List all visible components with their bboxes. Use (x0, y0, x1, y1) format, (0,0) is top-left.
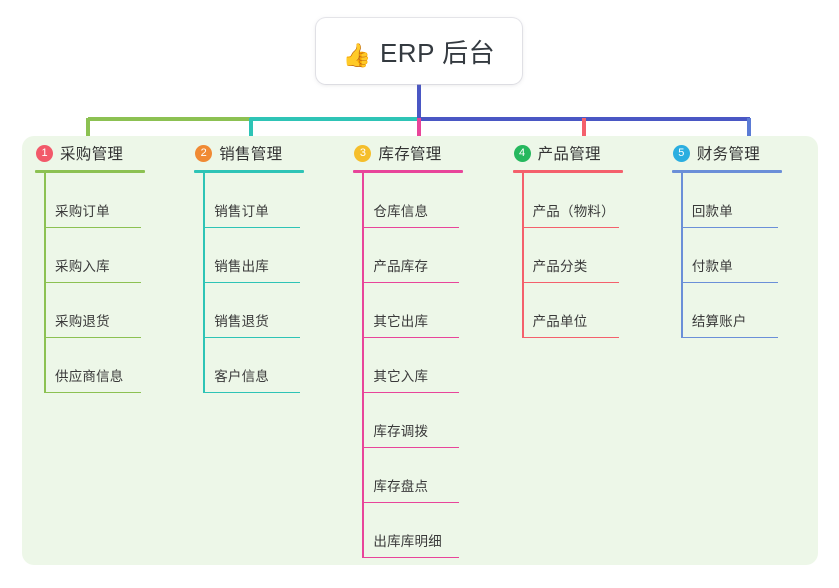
branch-number-badge: 2 (195, 144, 213, 162)
branch-item-label: 结算账户 (691, 314, 747, 329)
branch-item-label: 回款单 (691, 204, 733, 219)
branch-item-list: 回款单付款单结算账户 (680, 173, 818, 338)
branch-item-label: 产品库存 (373, 259, 429, 274)
branch-column-采购管理: 1 采购管理采购订单采购入库采购退货供应商信息 (22, 136, 181, 565)
branch-column-财务管理: 5 财务管理回款单付款单结算账户 (659, 136, 818, 565)
branch-item[interactable]: 产品分类 (523, 228, 619, 283)
branch-title: 采购管理 (60, 146, 124, 163)
branch-item[interactable]: 库存调拨 (364, 393, 460, 448)
branches-panel (22, 136, 818, 565)
branch-item[interactable]: 客户信息 (205, 338, 301, 393)
branch-number-badge: 5 (672, 144, 690, 162)
branch-item[interactable]: 出库库明细 (364, 503, 460, 558)
branch-item[interactable]: 仓库信息 (364, 173, 460, 228)
branch-header-rule (512, 170, 623, 173)
branch-item[interactable]: 其它入库 (364, 338, 460, 393)
branch-item-label: 库存调拨 (373, 424, 429, 439)
branch-title: 库存管理 (378, 146, 442, 163)
branch-number-badge: 3 (354, 144, 372, 162)
branch-header-rule (353, 170, 464, 173)
branch-item[interactable]: 销售出库 (205, 228, 301, 283)
branch-header-rule (671, 170, 782, 173)
branch-item-label: 销售出库 (214, 259, 270, 274)
branch-item[interactable]: 结算账户 (682, 283, 778, 338)
branch-header[interactable]: 4 产品管理 (500, 136, 659, 170)
branch-item-label: 产品（物料） (532, 204, 615, 219)
branch-item[interactable]: 产品库存 (364, 228, 460, 283)
branch-header[interactable]: 5 财务管理 (659, 136, 818, 170)
branch-item-label: 其它入库 (373, 369, 429, 384)
branch-item-list: 采购订单采购入库采购退货供应商信息 (44, 173, 181, 393)
branch-item-label: 客户信息 (214, 369, 270, 384)
branch-item-list: 产品（物料） 产品分类产品单位 (521, 173, 659, 338)
branch-item-label: 仓库信息 (373, 204, 429, 219)
branch-item-label: 采购退货 (55, 314, 110, 329)
root-title-text: ERP 后台 (379, 37, 496, 68)
branch-item[interactable]: 付款单 (682, 228, 778, 283)
thumbs-up-icon: 👍 (342, 41, 372, 68)
branch-header[interactable]: 2 销售管理 (181, 136, 340, 170)
branch-item[interactable]: 回款单 (682, 173, 778, 228)
branch-item-label: 产品单位 (532, 314, 588, 329)
branch-item[interactable]: 销售订单 (205, 173, 301, 228)
branch-item-label: 产品分类 (532, 259, 588, 274)
branch-title: 财务管理 (696, 146, 761, 163)
branch-item-label: 销售退货 (214, 314, 270, 329)
root-node-title: 👍 ERP 后台 (343, 33, 495, 70)
branch-title: 销售管理 (219, 146, 283, 163)
branch-item-label: 销售订单 (214, 204, 270, 219)
branch-item[interactable]: 采购退货 (46, 283, 141, 338)
branch-item-label: 付款单 (691, 259, 733, 274)
branch-column-产品管理: 4 产品管理产品（物料） 产品分类产品单位 (500, 136, 659, 565)
branch-header[interactable]: 1 采购管理 (22, 136, 181, 170)
branch-number-badge: 4 (513, 144, 531, 162)
branch-item[interactable]: 采购订单 (46, 173, 141, 228)
branch-item[interactable]: 库存盘点 (364, 448, 460, 503)
branch-item-label: 库存盘点 (373, 479, 429, 494)
branch-item-label: 采购订单 (55, 204, 110, 219)
branch-item-label: 其它出库 (373, 314, 429, 329)
branch-item[interactable]: 其它出库 (364, 283, 460, 338)
branch-item[interactable]: 产品（物料） (523, 173, 619, 228)
branch-header-rule (194, 170, 305, 173)
branch-item-label: 采购入库 (55, 259, 110, 274)
root-node-card[interactable]: 👍 ERP 后台 (316, 18, 522, 84)
branch-header[interactable]: 3 库存管理 (340, 136, 499, 170)
branch-item-label: 出库库明细 (373, 534, 442, 549)
branch-item[interactable]: 销售退货 (205, 283, 301, 338)
branch-item[interactable]: 产品单位 (523, 283, 619, 338)
branch-item[interactable]: 采购入库 (46, 228, 141, 283)
branch-column-销售管理: 2 销售管理销售订单销售出库销售退货客户信息 (181, 136, 340, 565)
branch-title: 产品管理 (537, 146, 601, 163)
branch-number-badge: 1 (36, 144, 53, 162)
branch-columns: 1 采购管理采购订单采购入库采购退货供应商信息 2 销售管理销售订单销售出库销售退货客… (22, 136, 818, 565)
branch-item-label: 供应商信息 (55, 369, 124, 384)
branch-item-list: 仓库信息产品库存其它出库其它入库库存调拨库存盘点出库库明细 (362, 173, 499, 558)
branch-header-rule (35, 170, 145, 173)
branch-column-库存管理: 3 库存管理仓库信息产品库存其它出库其它入库库存调拨库存盘点出库库明细 (340, 136, 499, 565)
branch-item[interactable]: 供应商信息 (46, 338, 141, 393)
branch-item-list: 销售订单销售出库销售退货客户信息 (203, 173, 340, 393)
